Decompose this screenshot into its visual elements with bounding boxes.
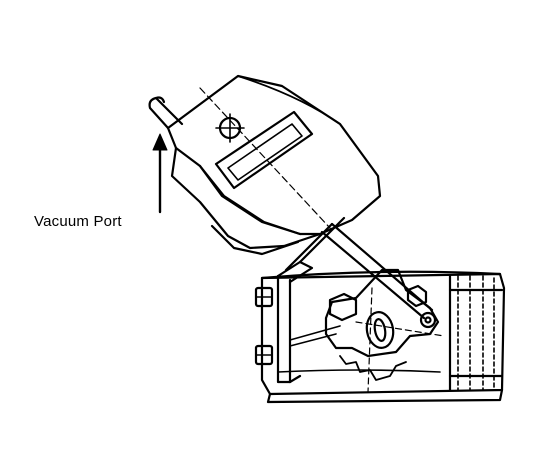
vacuum-actuator-canister <box>166 74 382 256</box>
vacuum-port-label: Vacuum Port <box>34 213 122 230</box>
vacuum-port-nipple <box>148 96 184 130</box>
housing-bolt-lower <box>254 344 274 366</box>
throttle-housing <box>260 270 506 404</box>
callout-arrow <box>152 133 168 214</box>
housing-bolt-upper <box>254 286 274 308</box>
throttle-lever <box>289 268 445 393</box>
